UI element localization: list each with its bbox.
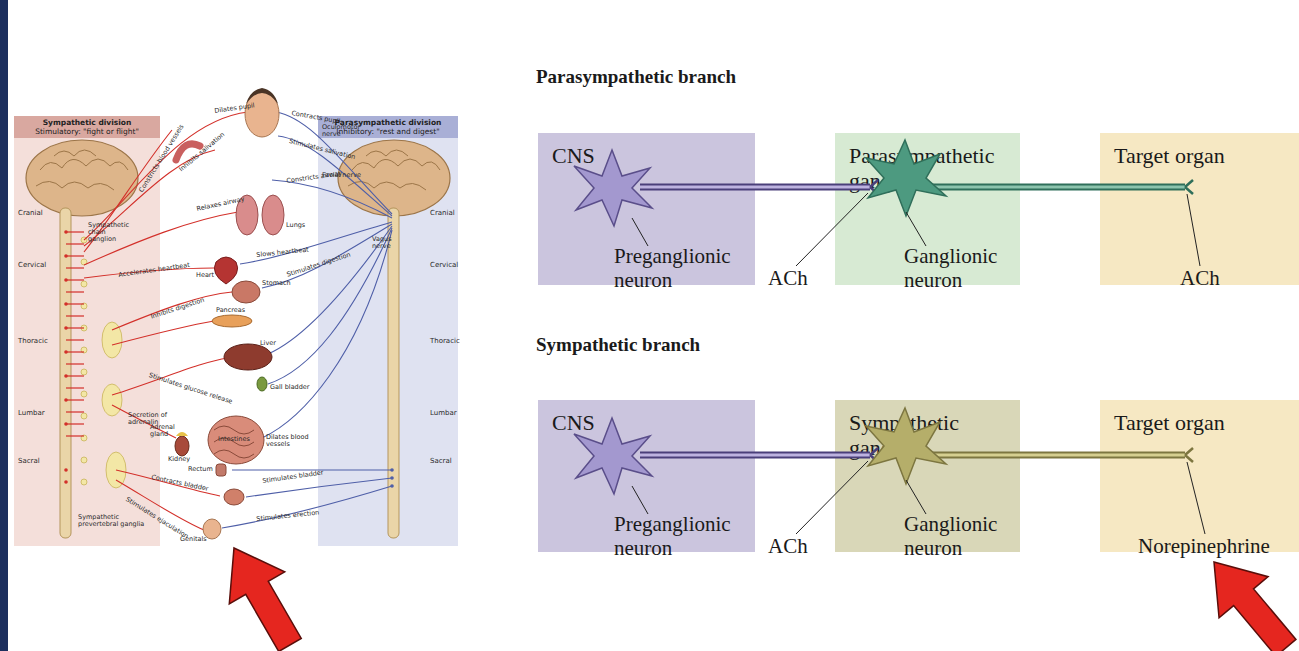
region-box: Target organ: [1100, 133, 1299, 285]
anatomy-label: Thoracic: [430, 338, 460, 346]
anatomy-label: Rectum: [188, 466, 213, 473]
anatomy-label: Kidney: [168, 456, 190, 463]
anatomy-label: Lungs: [286, 222, 305, 229]
neuron-label: ACh: [768, 534, 808, 558]
anatomy-label: Thoracic: [18, 338, 48, 346]
anatomy-label: Gall bladder: [270, 384, 310, 391]
anatomy-label: Stomach: [262, 280, 291, 287]
neuron-label: Preganglionic neuron: [614, 512, 744, 560]
anatomy-label: Heart: [196, 272, 214, 279]
nervous-system-illustration: [26, 88, 450, 539]
branch-heading: Sympathetic branch: [536, 334, 700, 356]
anatomy-label: Pancreas: [216, 307, 245, 314]
division-panel: Parasympathetic divisionInhibitory: "res…: [318, 116, 458, 546]
panel-header: Sympathetic divisionStimulatory: "fight …: [14, 116, 160, 138]
box-title: CNS: [552, 410, 741, 435]
anatomy-label: Intestines: [218, 436, 250, 443]
anatomy-label: Lumbar: [430, 410, 457, 418]
box-title: Sympathetic ganglion: [849, 410, 1006, 460]
division-panel: Sympathetic divisionStimulatory: "fight …: [14, 116, 160, 546]
box-title: Target organ: [1114, 410, 1285, 435]
branch-heading: Parasympathetic branch: [536, 66, 736, 88]
anatomy-label: Slows heartbeat: [256, 246, 309, 259]
anatomy-label: Adrenal gland: [150, 424, 184, 438]
panel-title: Sympathetic division: [17, 118, 157, 127]
anatomy-label: Liver: [260, 340, 276, 347]
anatomy-label: Lumbar: [18, 410, 45, 418]
anatomy-label: Cervical: [430, 262, 458, 270]
neuron-label: Ganglionic neuron: [904, 512, 1014, 560]
anatomy-label: Cranial: [430, 210, 455, 218]
anatomy-label: Stimulates glucose release: [148, 372, 233, 406]
panel-subtitle: Stimulatory: "fight or flight": [17, 127, 157, 136]
anatomy-label: Facial nerve: [322, 172, 361, 179]
anatomy-label: Vagus nerve: [372, 236, 402, 250]
box-title: CNS: [552, 143, 741, 168]
anatomy-label: Genitals: [180, 536, 207, 543]
anatomy-label: Cervical: [18, 262, 46, 270]
anatomy-label: Oculomotor nerve: [322, 124, 358, 138]
neuron-label: Norepinephrine: [1138, 534, 1270, 558]
anatomy-label: Dilates pupil: [214, 102, 255, 115]
neuron-label: Preganglionic neuron: [614, 244, 744, 292]
anatomy-label: Stimulates bladder: [262, 469, 324, 485]
anatomy-label: Cranial: [18, 210, 43, 218]
neuron-label: ACh: [768, 266, 808, 290]
anatomy-label: Stimulates erection: [256, 509, 320, 523]
neuron-label: Ganglionic neuron: [904, 244, 1014, 292]
anatomy-label: Relaxes airway: [196, 196, 245, 213]
region-box: Target organ: [1100, 400, 1299, 552]
anatomy-label: Sacral: [430, 458, 452, 466]
anatomy-label: Sympathetic prevertebral ganglia: [78, 514, 148, 528]
anatomy-label: Sympathetic chain ganglion: [88, 222, 128, 243]
edge-stripe: [0, 0, 8, 651]
box-title: Target organ: [1114, 143, 1285, 168]
anatomy-label: Dilates blood vessels: [266, 434, 314, 448]
neuron-label: ACh: [1180, 266, 1220, 290]
box-title: Parasympathetic ganglion: [849, 143, 1006, 193]
anatomy-label: Inhibits salivation: [178, 131, 226, 173]
anatomy-label: Sacral: [18, 458, 40, 466]
pointer-arrow: [206, 532, 317, 651]
